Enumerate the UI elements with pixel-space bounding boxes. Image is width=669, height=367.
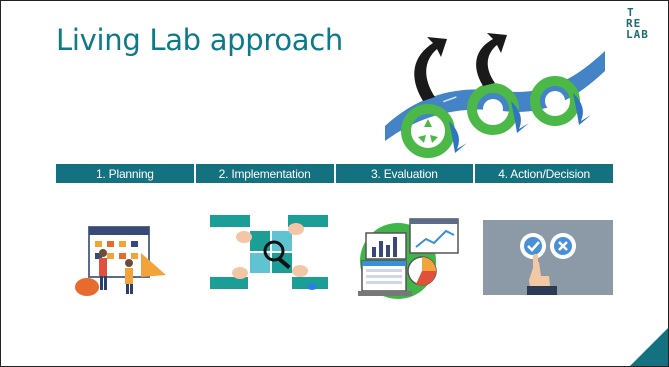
phase-bar: 1. Planning 2. Implementation 3. Evaluat… <box>56 164 613 183</box>
corner-accent <box>630 328 668 366</box>
phase-evaluation: 3. Evaluation <box>335 164 476 183</box>
trelab-logo: T RE LAB <box>626 7 662 40</box>
logo-line: LAB <box>626 28 649 41</box>
slide-title: Living Lab approach <box>56 23 344 57</box>
living-lab-cycle-illustration <box>385 33 605 158</box>
analytics-charts-illustration <box>358 218 459 299</box>
check-cross-decision-illustration <box>483 220 613 295</box>
logo-line: T <box>627 6 635 19</box>
calendar-planning-illustration <box>75 226 166 296</box>
phase-implementation: 2. Implementation <box>195 164 336 183</box>
phase-planning: 1. Planning <box>56 164 196 183</box>
phase-action-decision: 4. Action/Decision <box>475 164 613 183</box>
logo-line: RE <box>626 17 642 30</box>
puzzle-hands-illustration <box>210 215 328 290</box>
